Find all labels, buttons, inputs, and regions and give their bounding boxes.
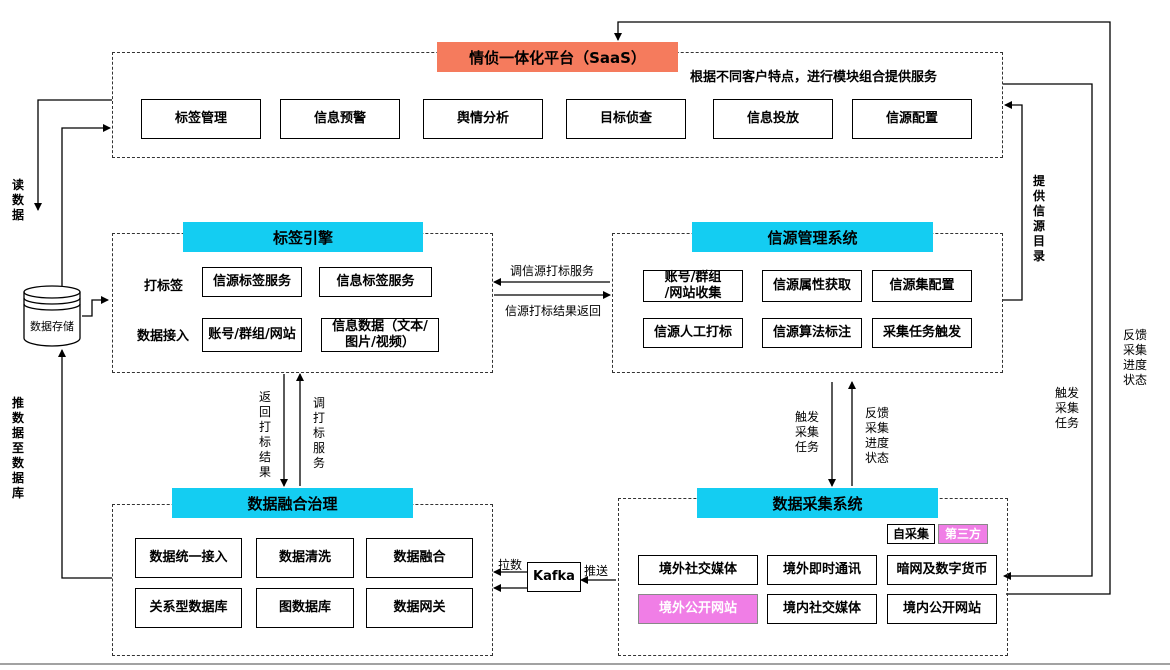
data-cleaning-box[interactable]: 数据清洗 [256, 538, 354, 578]
darkweb-crypto-box[interactable]: 暗网及数字货币 [887, 555, 997, 585]
account-group-site-box[interactable]: 账号/群组/网站 [202, 318, 302, 352]
graph-db-box[interactable]: 图数据库 [256, 588, 354, 628]
source-tag-service-box[interactable]: 信源标签服务 [202, 267, 302, 297]
data-storage-label: 数据存储 [30, 320, 74, 333]
saas-module-source-config[interactable]: 信源配置 [852, 99, 972, 139]
storage-to-saas-line [61, 124, 111, 290]
overseas-public-site-box[interactable]: 境外公开网站 [638, 594, 758, 624]
tag-engine-title: 标签引擎 [183, 222, 423, 252]
domestic-social-box[interactable]: 境内社交媒体 [767, 594, 877, 624]
return-tag-result-label: 返 回 打 标 结 果 [258, 390, 271, 479]
feedback-mid-label: 反馈 采集 进度 状态 [864, 406, 889, 465]
domestic-public-site-box[interactable]: 境内公开网站 [887, 594, 997, 624]
call-tag-service-label: 调 打 标 服 务 [312, 396, 325, 470]
read-data-label: 读 数 据 [11, 178, 24, 222]
info-data-box[interactable]: 信息数据（文本/ 图片/视频） [321, 318, 439, 352]
storage-to-tag-engine-line [82, 296, 109, 317]
info-tag-service-box[interactable]: 信息标签服务 [319, 267, 432, 297]
saas-module-target-investigation[interactable]: 目标侦查 [566, 99, 686, 139]
source-mgmt-title: 信源管理系统 [692, 222, 933, 252]
trigger-task-mid-label: 触发 采集 任务 [794, 410, 819, 454]
relational-db-box[interactable]: 关系型数据库 [135, 588, 242, 628]
saas-module-opinion-analysis[interactable]: 舆情分析 [423, 99, 543, 139]
source-set-config-box[interactable]: 信源集配置 [872, 270, 972, 302]
provide-catalog-line [1003, 101, 1023, 301]
self-collect-tag: 自采集 [887, 524, 935, 544]
push-to-db-label: 推 数 据 至 数 据 库 [11, 396, 24, 500]
overseas-im-box[interactable]: 境外即时通讯 [767, 555, 877, 585]
data-fusion-box[interactable]: 数据融合 [366, 538, 473, 578]
source-attr-box[interactable]: 信源属性获取 [762, 270, 862, 302]
saas-module-tag-mgmt[interactable]: 标签管理 [141, 99, 261, 139]
read-data-line [34, 99, 112, 211]
manual-tag-box[interactable]: 信源人工打标 [643, 318, 743, 348]
third-party-tag: 第三方 [938, 524, 988, 544]
feedback-right-label: 反馈 采集 进度 状态 [1122, 328, 1147, 387]
overseas-social-box[interactable]: 境外社交媒体 [638, 555, 758, 585]
account-collect-box[interactable]: 账号/群组 /网站收集 [643, 270, 743, 302]
data-storage-cylinder: 数据存储 [22, 284, 82, 348]
saas-title: 情侦一体化平台（SaaS） [437, 42, 678, 72]
source-mgmt-container [612, 233, 1003, 373]
kafka-pull-label: 拉数 [498, 558, 523, 572]
database-icon [23, 285, 81, 347]
unified-ingest-box[interactable]: 数据统一接入 [135, 538, 242, 578]
source-tag-result-label: 信源打标结果返回 [505, 304, 602, 318]
algo-tag-box[interactable]: 信源算法标注 [762, 318, 862, 348]
fusion-title: 数据融合治理 [172, 488, 413, 518]
saas-module-info-alert[interactable]: 信息预警 [280, 99, 400, 139]
tag-engine-container [112, 233, 493, 373]
tag-engine-row1-label: 打标签 [144, 279, 184, 294]
data-gateway-box[interactable]: 数据网关 [366, 588, 473, 628]
kafka-box[interactable]: Kafka [527, 562, 581, 592]
saas-module-info-delivery[interactable]: 信息投放 [713, 99, 833, 139]
trigger-task-right-label: 触发 采集 任务 [1054, 386, 1079, 430]
trigger-task-box[interactable]: 采集任务触发 [872, 318, 972, 348]
fusion-container [112, 504, 493, 656]
fusion-to-storage-line [58, 349, 112, 579]
kafka-push-label: 推送 [584, 564, 609, 578]
feedback-right-line [614, 21, 1111, 595]
provide-catalog-label: 提 供 信 源 目 录 [1032, 174, 1045, 263]
collection-title: 数据采集系统 [697, 488, 938, 518]
tag-engine-row2-label: 数据接入 [137, 329, 190, 344]
call-source-tag-label: 调信源打标服务 [510, 264, 595, 278]
trigger-task-right-line [1003, 83, 1093, 580]
saas-subtitle: 根据不同客户特点，进行模块组合提供服务 [690, 70, 938, 85]
